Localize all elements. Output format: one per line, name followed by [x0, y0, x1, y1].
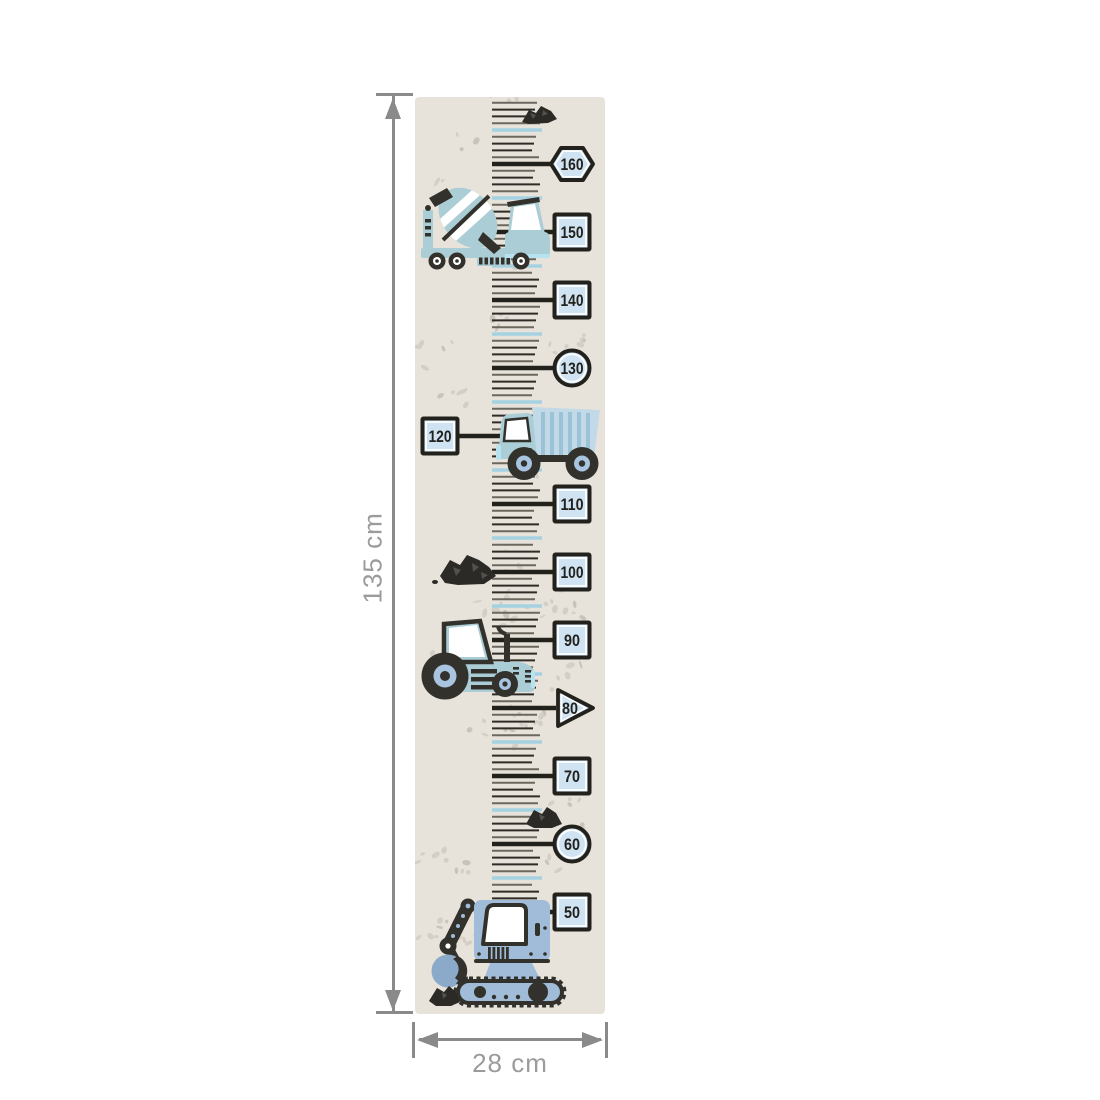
badge-80: 80 [556, 688, 595, 728]
rock-pile-lower [526, 807, 562, 828]
svg-text:90: 90 [564, 632, 580, 650]
vent-grille [488, 947, 509, 959]
svg-text:160: 160 [561, 156, 584, 174]
svg-text:150: 150 [561, 224, 584, 242]
svg-text:130: 130 [561, 360, 584, 378]
mixer-wheels [428, 252, 530, 270]
svg-text:60: 60 [564, 836, 580, 854]
tractor-wheels [421, 652, 518, 700]
height-dimension-label: 135 cm [357, 512, 388, 604]
badge-60: 60 [552, 824, 592, 864]
badge-110: 110 [552, 484, 592, 524]
svg-text:140: 140 [561, 292, 584, 310]
rock-pile-top [522, 106, 557, 124]
dimension-end-cap-top [376, 93, 413, 96]
rock-pile-middle [432, 555, 496, 585]
badge-120: 120 [420, 416, 460, 456]
excavator-illustration [431, 898, 567, 1008]
badge-90: 90 [552, 620, 592, 660]
svg-text:80: 80 [562, 700, 578, 718]
width-dimension-line [419, 1038, 601, 1041]
dump-truck-illustration [496, 407, 600, 480]
badge-150: 150 [552, 212, 592, 252]
svg-text:70: 70 [564, 768, 580, 786]
chute-grate [479, 257, 510, 265]
arrow-right-icon [582, 1031, 603, 1048]
tractor-illustration [421, 618, 535, 700]
dump-truck-wheels [507, 447, 599, 480]
svg-text:120: 120 [429, 428, 452, 446]
badge-70: 70 [552, 756, 592, 796]
cement-mixer-truck-illustration [421, 185, 550, 270]
dimension-end-cap-bottom [376, 1011, 413, 1014]
dimension-end-bar-right [605, 1022, 608, 1058]
svg-text:50: 50 [564, 904, 580, 922]
dimension-end-bar-left [412, 1022, 415, 1058]
rock-pile-bottom [429, 986, 460, 1006]
badge-140: 140 [552, 280, 592, 320]
growth-chart-sticker: 160 150 140 130 120 110 100 90 80 70 60 50 [415, 97, 605, 1014]
badge-50: 50 [552, 892, 592, 932]
svg-text:100: 100 [561, 564, 584, 582]
badge-160: 160 [549, 146, 595, 182]
arrow-left-icon [417, 1031, 438, 1048]
arrow-up-icon [385, 98, 401, 119]
height-dimension-line [392, 96, 395, 1013]
arrow-down-icon [385, 990, 401, 1011]
badge-130: 130 [552, 348, 592, 388]
badge-100: 100 [552, 552, 592, 592]
svg-text:110: 110 [561, 496, 584, 514]
width-dimension-label: 28 cm [472, 1048, 548, 1078]
